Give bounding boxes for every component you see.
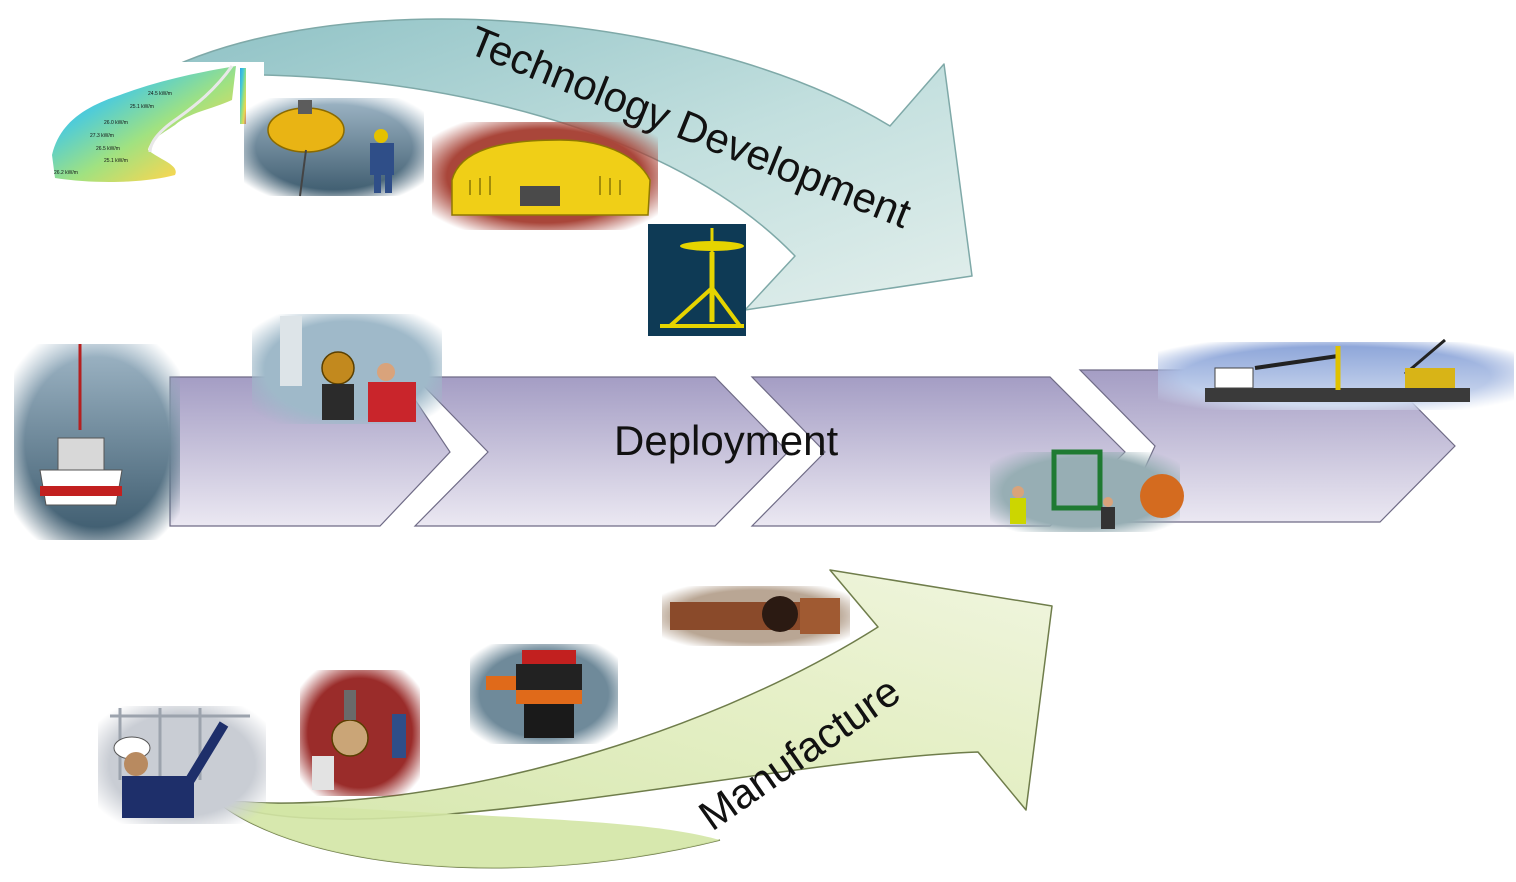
deployment-label: Deployment [614,417,838,464]
tidal-turbine-icon [660,228,744,328]
engineer-photo [98,706,266,824]
engineer-icon [110,708,250,818]
workshop-photo [300,670,420,796]
workshop-icon [312,690,406,790]
pipe-icon [670,596,840,634]
deck-crew-icon [1010,449,1184,529]
map-value-4: 27.3 kW/m [90,133,114,139]
map-value-1: 24.5 kW/m [148,91,172,97]
crane-barge-icon [1205,338,1470,402]
worker-icon [370,129,394,193]
buoy-icon [267,100,345,197]
map-value-2: 25.1 kW/m [130,104,154,110]
steel-pipes-photo [662,586,850,646]
map-value-3: 26.0 kW/m [104,120,128,126]
map-value-6: 25.1 kW/m [104,158,128,164]
yellow-wave-device-photo [432,122,658,230]
deck-crew-photo [990,449,1184,532]
buoy-icon [486,650,582,738]
buoy-in-water-photo [470,644,618,744]
diver-icon [280,316,416,422]
chevron-2 [413,376,789,527]
heatmap-icon [34,62,264,194]
crane-barge-photo [1158,338,1514,410]
survey-boat-photo [14,344,180,540]
divers-photo [252,314,442,424]
map-value-7: 26.2 kW/m [54,170,78,176]
tidal-turbine-photo [648,224,746,336]
map-value-5: 26.5 kW/m [96,146,120,152]
yellow-buoy-photo [244,98,424,197]
wave-device-icon [451,139,651,216]
wave-resource-map-photo: 24.5 kW/m 25.1 kW/m 26.0 kW/m 27.3 kW/m … [34,62,264,194]
boat-icon [39,344,123,506]
